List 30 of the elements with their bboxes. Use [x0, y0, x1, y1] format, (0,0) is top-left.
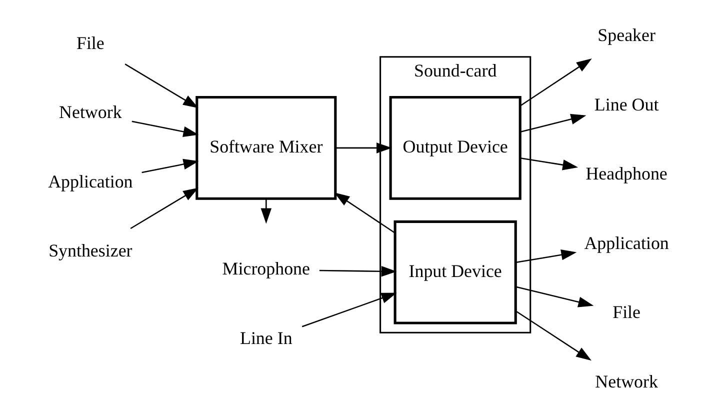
node-text: Synthesizer [48, 240, 132, 261]
node-text: Application [48, 171, 132, 192]
arrow [141, 158, 198, 174]
node-text: Headphone [585, 164, 667, 184]
arrow [515, 249, 576, 264]
arrow [124, 64, 198, 108]
node-text: Line In [239, 328, 292, 348]
node-text: Line Out [594, 94, 658, 114]
node-text: Microphone [222, 258, 310, 279]
arrow [520, 58, 592, 106]
node-box: Software Mixer [195, 96, 336, 200]
arrow [130, 188, 198, 230]
arrow [301, 292, 396, 328]
arrow [334, 192, 395, 234]
arrow [515, 310, 592, 361]
node-text: Network [58, 102, 122, 122]
node-box: Input Device [393, 220, 516, 324]
arrow [520, 157, 578, 170]
arrow [131, 120, 198, 137]
node-text: Speaker [597, 25, 655, 46]
node-text: Network [594, 371, 658, 392]
node-text: Application [584, 232, 668, 253]
arrow [318, 266, 396, 277]
node-text: File [612, 302, 640, 322]
arrow [335, 142, 392, 154]
arrow [520, 114, 586, 133]
node-box: Output Device [388, 96, 521, 200]
node-text: File [76, 32, 104, 53]
arrow [260, 198, 272, 224]
arrow [515, 286, 594, 308]
